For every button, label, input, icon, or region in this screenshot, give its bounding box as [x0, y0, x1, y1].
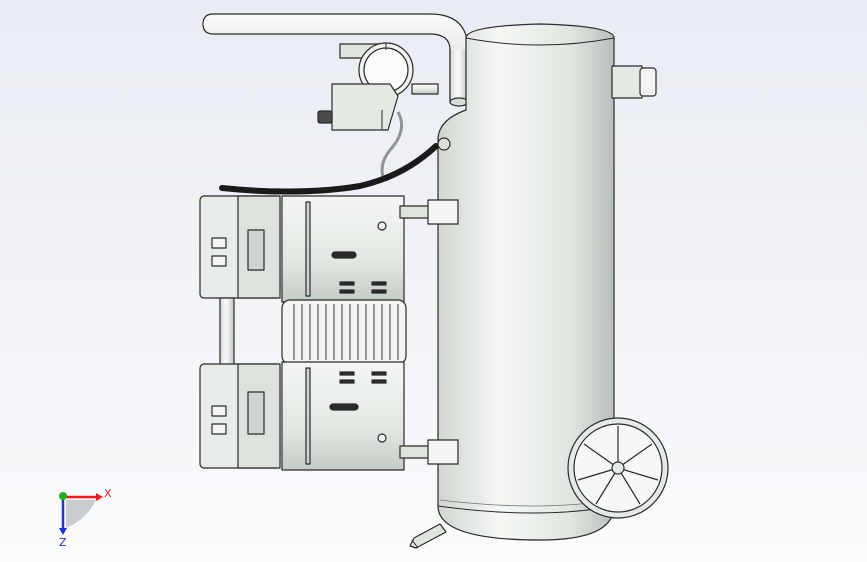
- discharge-pipe[interactable]: [202, 13, 469, 107]
- z-axis-arrowhead: [59, 528, 67, 535]
- x-axis-arrowhead: [96, 493, 103, 501]
- air-compressor-model[interactable]: [199, 13, 669, 549]
- lower-outlet-fitting[interactable]: [399, 439, 459, 465]
- pressure-regulator[interactable]: [317, 83, 439, 131]
- frame-rod: [219, 297, 235, 369]
- y-axis-indicator: [59, 492, 67, 500]
- z-axis-label: Z: [59, 536, 67, 549]
- lower-motor-cylinder[interactable]: [281, 361, 405, 471]
- triad-base-shadow: [66, 500, 96, 528]
- hose-connector: [437, 137, 451, 151]
- air-tank[interactable]: [437, 23, 615, 541]
- upper-motor-cylinder[interactable]: [281, 195, 405, 303]
- wheel[interactable]: [567, 417, 669, 519]
- upper-outlet-fitting[interactable]: [399, 199, 459, 225]
- drain-valve[interactable]: [409, 523, 447, 549]
- tank-port-fitting[interactable]: [611, 65, 657, 99]
- axis-triad: X Z: [59, 487, 112, 549]
- cooling-fan[interactable]: [281, 299, 407, 365]
- x-axis-label: X: [104, 487, 112, 500]
- control-wire: [380, 111, 404, 181]
- air-hose: [219, 143, 439, 195]
